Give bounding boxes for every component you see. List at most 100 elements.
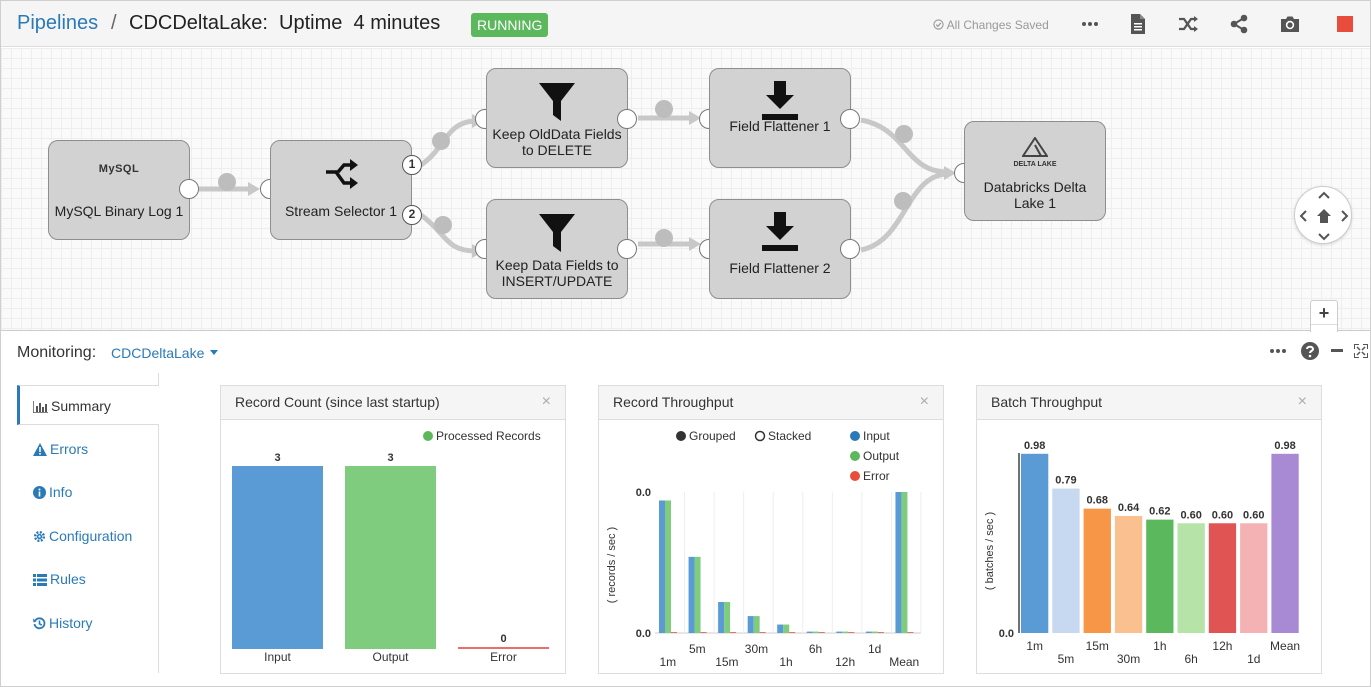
sidebar-item-rules[interactable]: Rules bbox=[17, 559, 159, 599]
zoom-in-button[interactable]: + bbox=[1311, 301, 1337, 325]
bar-input-5m bbox=[688, 556, 695, 633]
delta-lake-logo-text: DELTA LAKE bbox=[1013, 161, 1057, 168]
legend-swatch bbox=[423, 431, 433, 441]
breadcrumb-pipelines-link[interactable]: Pipelines bbox=[17, 12, 99, 34]
data-label: 0.64 bbox=[1118, 502, 1140, 514]
bar-input-15m bbox=[718, 601, 725, 633]
data-label: 0.68 bbox=[1087, 495, 1108, 507]
output-port[interactable] bbox=[840, 239, 860, 259]
save-status: All Changes Saved bbox=[933, 18, 1049, 32]
panel-title: Record Count (since last startup) bbox=[235, 394, 440, 410]
bar-input-1m bbox=[659, 500, 665, 633]
share-icon[interactable] bbox=[1228, 13, 1250, 35]
help-icon[interactable] bbox=[1301, 342, 1319, 360]
node-field-flattener-2[interactable]: Field Flattener 2 bbox=[709, 199, 851, 299]
bar-error-15m bbox=[730, 632, 737, 633]
legend-label: Stacked bbox=[768, 429, 811, 443]
legend-label: Processed Records bbox=[436, 429, 541, 443]
tick-label: 12h bbox=[835, 655, 855, 669]
pan-down-icon[interactable] bbox=[1318, 233, 1330, 241]
node-label-line2: INSERT/UPDATE bbox=[501, 273, 613, 289]
more-icon[interactable] bbox=[1270, 348, 1286, 354]
edge-flat1-delta bbox=[860, 117, 948, 175]
funnel-icon bbox=[539, 214, 575, 252]
status-badge: RUNNING bbox=[471, 13, 549, 37]
shuffle-icon[interactable] bbox=[1177, 13, 1199, 35]
legend-label: Error bbox=[863, 469, 890, 483]
stop-icon[interactable] bbox=[1337, 16, 1353, 32]
bar-input bbox=[232, 466, 323, 649]
pan-right-icon[interactable] bbox=[1341, 210, 1349, 222]
legend-swatch bbox=[850, 431, 860, 441]
bar-output-mean bbox=[901, 492, 908, 633]
data-label: 0.98 bbox=[1024, 440, 1045, 452]
output-port[interactable] bbox=[617, 109, 637, 129]
bar-input-6h bbox=[806, 631, 813, 633]
bar-output-30m bbox=[753, 616, 760, 633]
bar-output-6h bbox=[812, 631, 819, 633]
data-label: 0 bbox=[500, 633, 506, 645]
node-label: Field Flattener 1 bbox=[729, 118, 831, 134]
pan-up-icon[interactable] bbox=[1318, 191, 1330, 199]
more-icon[interactable] bbox=[1079, 13, 1101, 35]
tick-label: 1h bbox=[779, 655, 792, 669]
sidebar-item-configuration[interactable]: Configuration bbox=[17, 516, 159, 556]
output-port-1[interactable]: 1 bbox=[402, 155, 422, 175]
pipeline-canvas[interactable]: MySQL MySQL Binary Log 1 Stream Selector… bbox=[1, 48, 1370, 350]
node-field-flattener-1[interactable]: Field Flattener 1 bbox=[709, 68, 851, 168]
sidebar-item-errors[interactable]: Errors bbox=[17, 429, 159, 469]
legend-label: Output bbox=[863, 449, 900, 463]
data-label: 0.60 bbox=[1212, 509, 1233, 521]
data-label: 0.62 bbox=[1149, 506, 1170, 518]
save-status-text: All Changes Saved bbox=[946, 18, 1049, 32]
page-title: CDCDeltaLake: Uptime 4 minutes bbox=[129, 12, 441, 34]
edge-flat2-delta bbox=[860, 171, 948, 253]
data-label: 3 bbox=[274, 452, 280, 464]
legend-label: Input bbox=[863, 429, 890, 443]
expand-icon[interactable] bbox=[1354, 344, 1368, 358]
y-axis-label: ( records / sec ) bbox=[606, 527, 618, 603]
close-icon[interactable]: × bbox=[1297, 393, 1307, 410]
bar-6h bbox=[1177, 523, 1205, 633]
sidebar-item-info[interactable]: Info bbox=[17, 472, 159, 512]
pan-left-icon[interactable] bbox=[1299, 210, 1307, 222]
header-bar: Pipelines / CDCDeltaLake: Uptime 4 minut… bbox=[1, 1, 1370, 47]
close-icon[interactable]: × bbox=[541, 393, 551, 410]
sidebar-item-summary[interactable]: Summary bbox=[17, 385, 159, 425]
tick-label: 0.0 bbox=[636, 487, 651, 499]
tick-label: 12h bbox=[1212, 639, 1232, 653]
close-icon[interactable]: × bbox=[919, 393, 929, 410]
document-icon[interactable] bbox=[1127, 13, 1149, 35]
bar-output-12h bbox=[842, 631, 849, 633]
node-label-line1: Databricks Delta bbox=[983, 179, 1087, 195]
tick-label: 15m bbox=[715, 655, 738, 669]
output-port-2[interactable]: 2 bbox=[402, 205, 422, 225]
camera-icon[interactable] bbox=[1279, 13, 1301, 35]
sidebar-item-label: History bbox=[49, 615, 93, 631]
edge-selector-keep-data bbox=[419, 212, 476, 254]
monitoring-label: Monitoring: bbox=[17, 344, 97, 361]
output-port[interactable] bbox=[840, 109, 860, 129]
bar-error-12h bbox=[848, 632, 855, 633]
canvas-pan-control[interactable] bbox=[1294, 186, 1352, 244]
home-icon[interactable] bbox=[1317, 209, 1331, 223]
node-mysql-binary-log[interactable]: MySQL MySQL Binary Log 1 bbox=[48, 140, 190, 240]
output-port[interactable] bbox=[617, 239, 637, 259]
bar-1d bbox=[1240, 523, 1268, 633]
sidebar-item-history[interactable]: History bbox=[17, 603, 159, 643]
output-port[interactable] bbox=[179, 179, 199, 199]
panel-header: Record Count (since last startup) × bbox=[221, 386, 565, 420]
monitoring-pipeline-select[interactable]: CDCDeltaLake bbox=[111, 345, 219, 361]
node-label-line2: to DELETE bbox=[521, 142, 593, 158]
tick-label: 1d bbox=[868, 642, 881, 656]
node-stream-selector[interactable]: Stream Selector 1 bbox=[270, 140, 412, 240]
minimize-icon[interactable] bbox=[1331, 349, 1343, 353]
bar-1h bbox=[1146, 519, 1174, 633]
bar-mean bbox=[1271, 453, 1299, 633]
bar-error-5m bbox=[700, 632, 707, 633]
